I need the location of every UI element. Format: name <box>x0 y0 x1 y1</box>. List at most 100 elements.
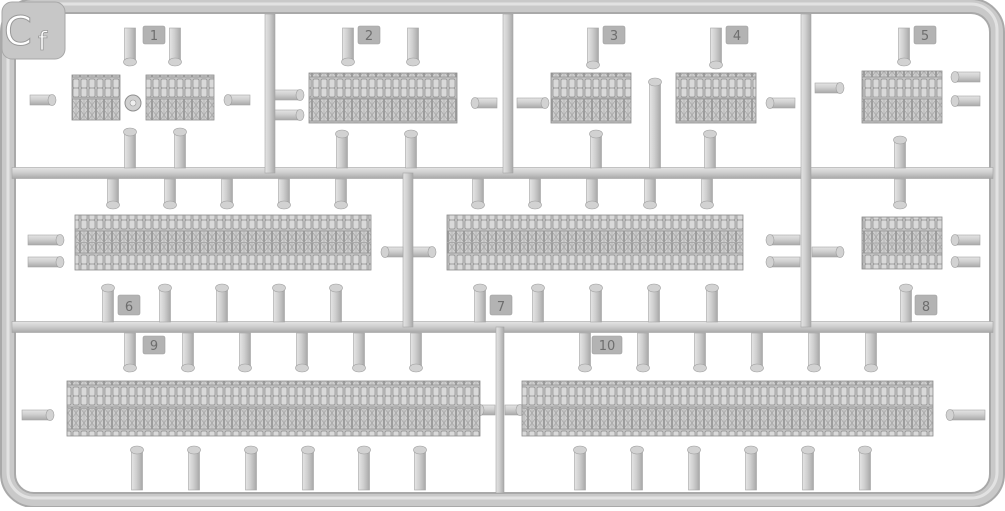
row3-top-gate-5 <box>353 332 365 369</box>
part-number-tag-7: 7 <box>489 294 513 316</box>
row1-bottom-gate-4-tip <box>404 129 418 139</box>
row3-top-gate-3 <box>239 332 251 369</box>
row3-bottom-gate-3-tip <box>244 445 258 455</box>
top-gate-4 <box>407 27 419 63</box>
row3-bottom-gate-10 <box>745 449 757 491</box>
part-number-tag-bg <box>591 335 623 355</box>
row2-top-gate-4-tip <box>277 200 291 210</box>
top-gate-1 <box>124 27 136 63</box>
part-number-label: 2 <box>365 29 373 44</box>
row1-side-gate-9-tip <box>950 71 960 83</box>
top-gate-3 <box>342 27 354 63</box>
row2-bottom-gate-10-tip <box>705 283 719 293</box>
row1-bottom-gate-7-tip <box>648 77 662 87</box>
row3-bottom-gate-9-tip <box>687 445 701 455</box>
row1-bottom-gate-1-tip <box>123 127 137 137</box>
part-number-tag-5: 5 <box>913 25 937 45</box>
row3-bottom-gate-11 <box>802 449 814 491</box>
part-number-label: 8 <box>922 300 930 315</box>
part-number-tag-bg <box>357 25 381 45</box>
runner-divider-3 <box>800 13 812 328</box>
top-gate-7 <box>898 27 910 63</box>
row2-top-gate-2-tip <box>163 200 177 210</box>
row3-top-gate-10-tip <box>750 363 764 373</box>
row2-bottom-gate-3 <box>216 287 228 323</box>
row2-side-gate-1-tip <box>55 234 65 246</box>
row2-bottom-gate-9-tip <box>647 283 661 293</box>
top-gate-7-tip <box>897 57 911 67</box>
row3-side-gate-2-tip <box>945 409 955 421</box>
row2-bottom-gate-4 <box>273 287 285 323</box>
part-number-label: 5 <box>921 29 929 44</box>
part-number-tag-bg <box>913 25 937 45</box>
part-number-label: 3 <box>610 29 618 44</box>
part-number-label: 4 <box>733 29 741 44</box>
row2-bottom-gate-1-tip <box>101 283 115 293</box>
part-number-label: 7 <box>497 300 505 315</box>
row1-bottom-gate-6 <box>704 133 716 169</box>
row2-side-gate-6 <box>769 256 801 268</box>
row2-top-gate-7-tip <box>528 200 542 210</box>
row2-bottom-gate-2-tip <box>158 283 172 293</box>
row1-bottom-gate-5 <box>590 133 602 169</box>
row1-bottom-gate-1 <box>124 131 136 169</box>
top-gate-2 <box>169 27 181 63</box>
part-number-tag-2: 2 <box>357 25 381 45</box>
frame-outline-highlight <box>6 2 999 500</box>
row2-top-gate-5-tip <box>334 200 348 210</box>
row2-side-gate-1 <box>27 234 61 246</box>
row1-side-gate-7-tip <box>765 97 775 109</box>
row3-bottom-gate-1 <box>131 449 143 491</box>
runner-divider-1 <box>264 13 276 174</box>
row2-bottom-gate-5 <box>330 287 342 323</box>
part-number-label: 6 <box>125 300 133 315</box>
top-gate-5-tip <box>586 60 600 70</box>
row3-top-gate-11 <box>808 332 820 369</box>
row3-top-gate-3-tip <box>238 363 252 373</box>
part-number-tag-8: 8 <box>914 294 938 316</box>
part-number-tag-bg <box>142 335 166 355</box>
top-gate-3-tip <box>341 57 355 67</box>
row3-top-gate-6 <box>410 332 422 369</box>
row2-top-gate-6-tip <box>471 200 485 210</box>
row3-bottom-gate-7-tip <box>573 445 587 455</box>
row3-bottom-gate-7 <box>574 449 586 491</box>
runner-horizontal-upper <box>11 167 994 179</box>
part-number-tag-9: 9 <box>142 335 166 355</box>
top-gate-6-tip <box>709 60 723 70</box>
part-number-tag-bg <box>725 25 749 45</box>
row2-bottom-gate-10 <box>706 287 718 323</box>
row2-side-gate-8-tip <box>950 234 960 246</box>
row3-bottom-gate-4 <box>302 449 314 491</box>
row3-bottom-gate-9 <box>688 449 700 491</box>
row1-bottom-gate-5-tip <box>589 129 603 139</box>
row1-bottom-gate-2 <box>174 131 186 169</box>
row3-top-gate-1 <box>124 332 136 369</box>
part-number-tag-3: 3 <box>602 25 626 45</box>
top-gate-4-tip <box>406 57 420 67</box>
row3-top-gate-7-tip <box>578 363 592 373</box>
row2-bottom-gate-4-tip <box>272 283 286 293</box>
row3-bottom-gate-5 <box>358 449 370 491</box>
part-number-label: 1 <box>150 29 158 44</box>
row2-bottom-gate-6 <box>474 287 486 323</box>
part-number-tag-bg <box>602 25 626 45</box>
row1-bottom-gate-7 <box>649 81 661 169</box>
row3-top-gate-2-tip <box>181 363 195 373</box>
row3-top-gate-8 <box>637 332 649 369</box>
parts-layer <box>66 70 943 437</box>
runner-divider-5 <box>495 326 505 494</box>
row1-bottom-gate-8-tip <box>893 135 907 145</box>
runner-divider-2 <box>502 13 514 174</box>
top-gate-5 <box>587 27 599 66</box>
row2-side-gate-5 <box>769 234 801 246</box>
part-number-tag-bg <box>489 294 513 316</box>
row1-bottom-gate-6-tip <box>703 129 717 139</box>
row2-bottom-gate-8 <box>590 287 602 323</box>
part-number-tag-4: 4 <box>725 25 749 45</box>
row3-top-gate-6-tip <box>409 363 423 373</box>
sprue-code-letter: C <box>4 9 32 55</box>
